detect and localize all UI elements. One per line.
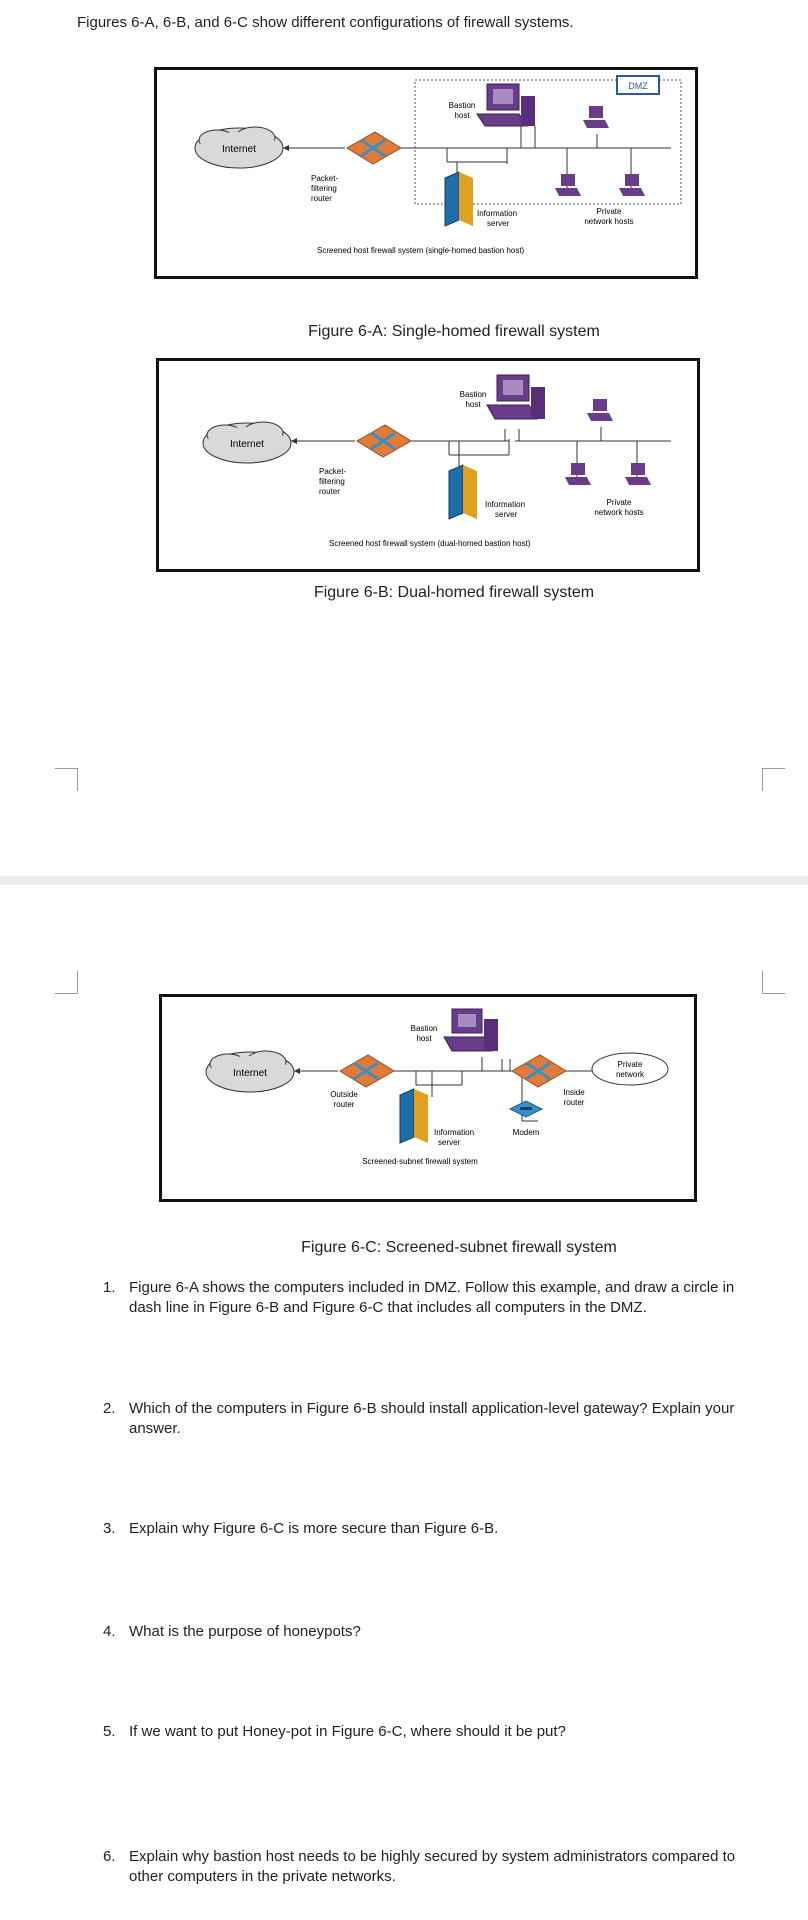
inside-router-label-2: router [564, 1098, 585, 1107]
info-label-2: server [438, 1138, 461, 1147]
question-number: 1. [103, 1279, 116, 1296]
question-text: Explain why Figure 6-C is more secure th… [129, 1520, 499, 1537]
intro-text: Figures 6-A, 6-B, and 6-C show different… [77, 14, 574, 31]
internet-label: Internet [230, 439, 264, 450]
router-label-2: filtering [311, 184, 337, 193]
router-label-1: Packet- [311, 174, 338, 183]
internet-cloud-icon [205, 1050, 295, 1093]
bastion-host-computer-icon [476, 83, 535, 127]
page-corner-mark [55, 768, 78, 791]
private-label-2: network [616, 1070, 645, 1079]
private-label-2: network hosts [584, 217, 633, 226]
question-text: Which of the computers in Figure 6-B sho… [129, 1400, 735, 1437]
page-corner-mark [762, 971, 785, 994]
question-number: 6. [103, 1848, 116, 1865]
router-label-3: router [319, 487, 340, 496]
figure-6a-caption: Figure 6-A: Single-homed firewall system [308, 323, 600, 340]
page-corner-mark [762, 768, 785, 791]
private-host-icon [555, 174, 581, 196]
outside-router-icon [339, 1054, 395, 1088]
page-corner-mark [55, 971, 78, 994]
question-text: Figure 6-A shows the computers included … [129, 1279, 735, 1316]
figure-6b: Internet Packet- filtering router [156, 358, 700, 572]
question-number: 4. [103, 1623, 116, 1640]
bastion-label-1: Bastion [460, 390, 487, 399]
outside-router-label-1: Outside [330, 1090, 358, 1099]
info-label-1: Information [477, 209, 517, 218]
bastion-label-1: Bastion [449, 101, 476, 110]
question-number: 2. [103, 1400, 116, 1417]
modem-label: Modem [513, 1128, 540, 1137]
private-label-1: Private [607, 498, 632, 507]
information-server-icon [444, 171, 473, 227]
information-server-icon [399, 1088, 428, 1144]
router-label-3: router [311, 194, 332, 203]
question-text: Explain why bastion host needs to be hig… [129, 1848, 736, 1885]
internet-label: Internet [233, 1068, 267, 1079]
figure-6b-caption: Figure 6-B: Dual-homed firewall system [313, 584, 595, 601]
bastion-label-2: host [416, 1034, 432, 1043]
private-label-1: Private [597, 207, 622, 216]
private-network-cloud-icon [591, 1052, 669, 1086]
private-host-icon [583, 106, 609, 128]
question-number: 5. [103, 1723, 116, 1740]
figure-6a: DMZ Internet [154, 67, 698, 279]
router-icon [356, 424, 412, 458]
router-label-2: filtering [319, 477, 345, 486]
modem-icon [508, 1100, 544, 1118]
bastion-label-1: Bastion [411, 1024, 438, 1033]
internet-cloud-icon [194, 126, 284, 169]
outside-router-label-2: router [334, 1100, 355, 1109]
info-label-1: Information [434, 1128, 474, 1137]
router-icon [346, 131, 402, 165]
figure-subcaption: Screened host firewall system (single-ho… [317, 246, 525, 255]
private-host-icon [587, 399, 613, 421]
internet-cloud-icon [202, 421, 292, 464]
private-label-1: Private [618, 1060, 643, 1069]
bastion-host-computer-icon [443, 1008, 498, 1052]
page-separator [0, 876, 808, 885]
inside-router-label-1: Inside [563, 1088, 585, 1097]
private-host-icon [619, 174, 645, 196]
dmz-label: DMZ [628, 81, 648, 91]
bastion-host-computer-icon [486, 374, 545, 420]
private-host-icon [625, 463, 651, 485]
info-label-1: Information [485, 500, 525, 509]
figure-subcaption: Screened host firewall system (dual-home… [329, 539, 531, 548]
page-1: Figures 6-A, 6-B, and 6-C show different… [0, 0, 808, 876]
figure-subcaption: Screened-subnet firewall system [362, 1157, 478, 1166]
inside-router-icon [511, 1054, 567, 1088]
info-label-2: server [495, 510, 518, 519]
information-server-icon [448, 464, 477, 520]
page-2: Internet Outside router [0, 885, 808, 1920]
figure-6c: Internet Outside router [159, 994, 697, 1202]
info-label-2: server [487, 219, 510, 228]
private-label-2: network hosts [594, 508, 643, 517]
router-label-1: Packet- [319, 467, 346, 476]
figure-6c-caption: Figure 6-C: Screened-subnet firewall sys… [301, 1239, 617, 1256]
bastion-label-2: host [454, 111, 470, 120]
question-text: What is the purpose of honeypots? [129, 1623, 361, 1640]
private-host-icon [565, 463, 591, 485]
question-text: If we want to put Honey-pot in Figure 6-… [129, 1723, 566, 1740]
question-number: 3. [103, 1520, 116, 1537]
bastion-label-2: host [465, 400, 481, 409]
internet-label: Internet [222, 144, 256, 155]
